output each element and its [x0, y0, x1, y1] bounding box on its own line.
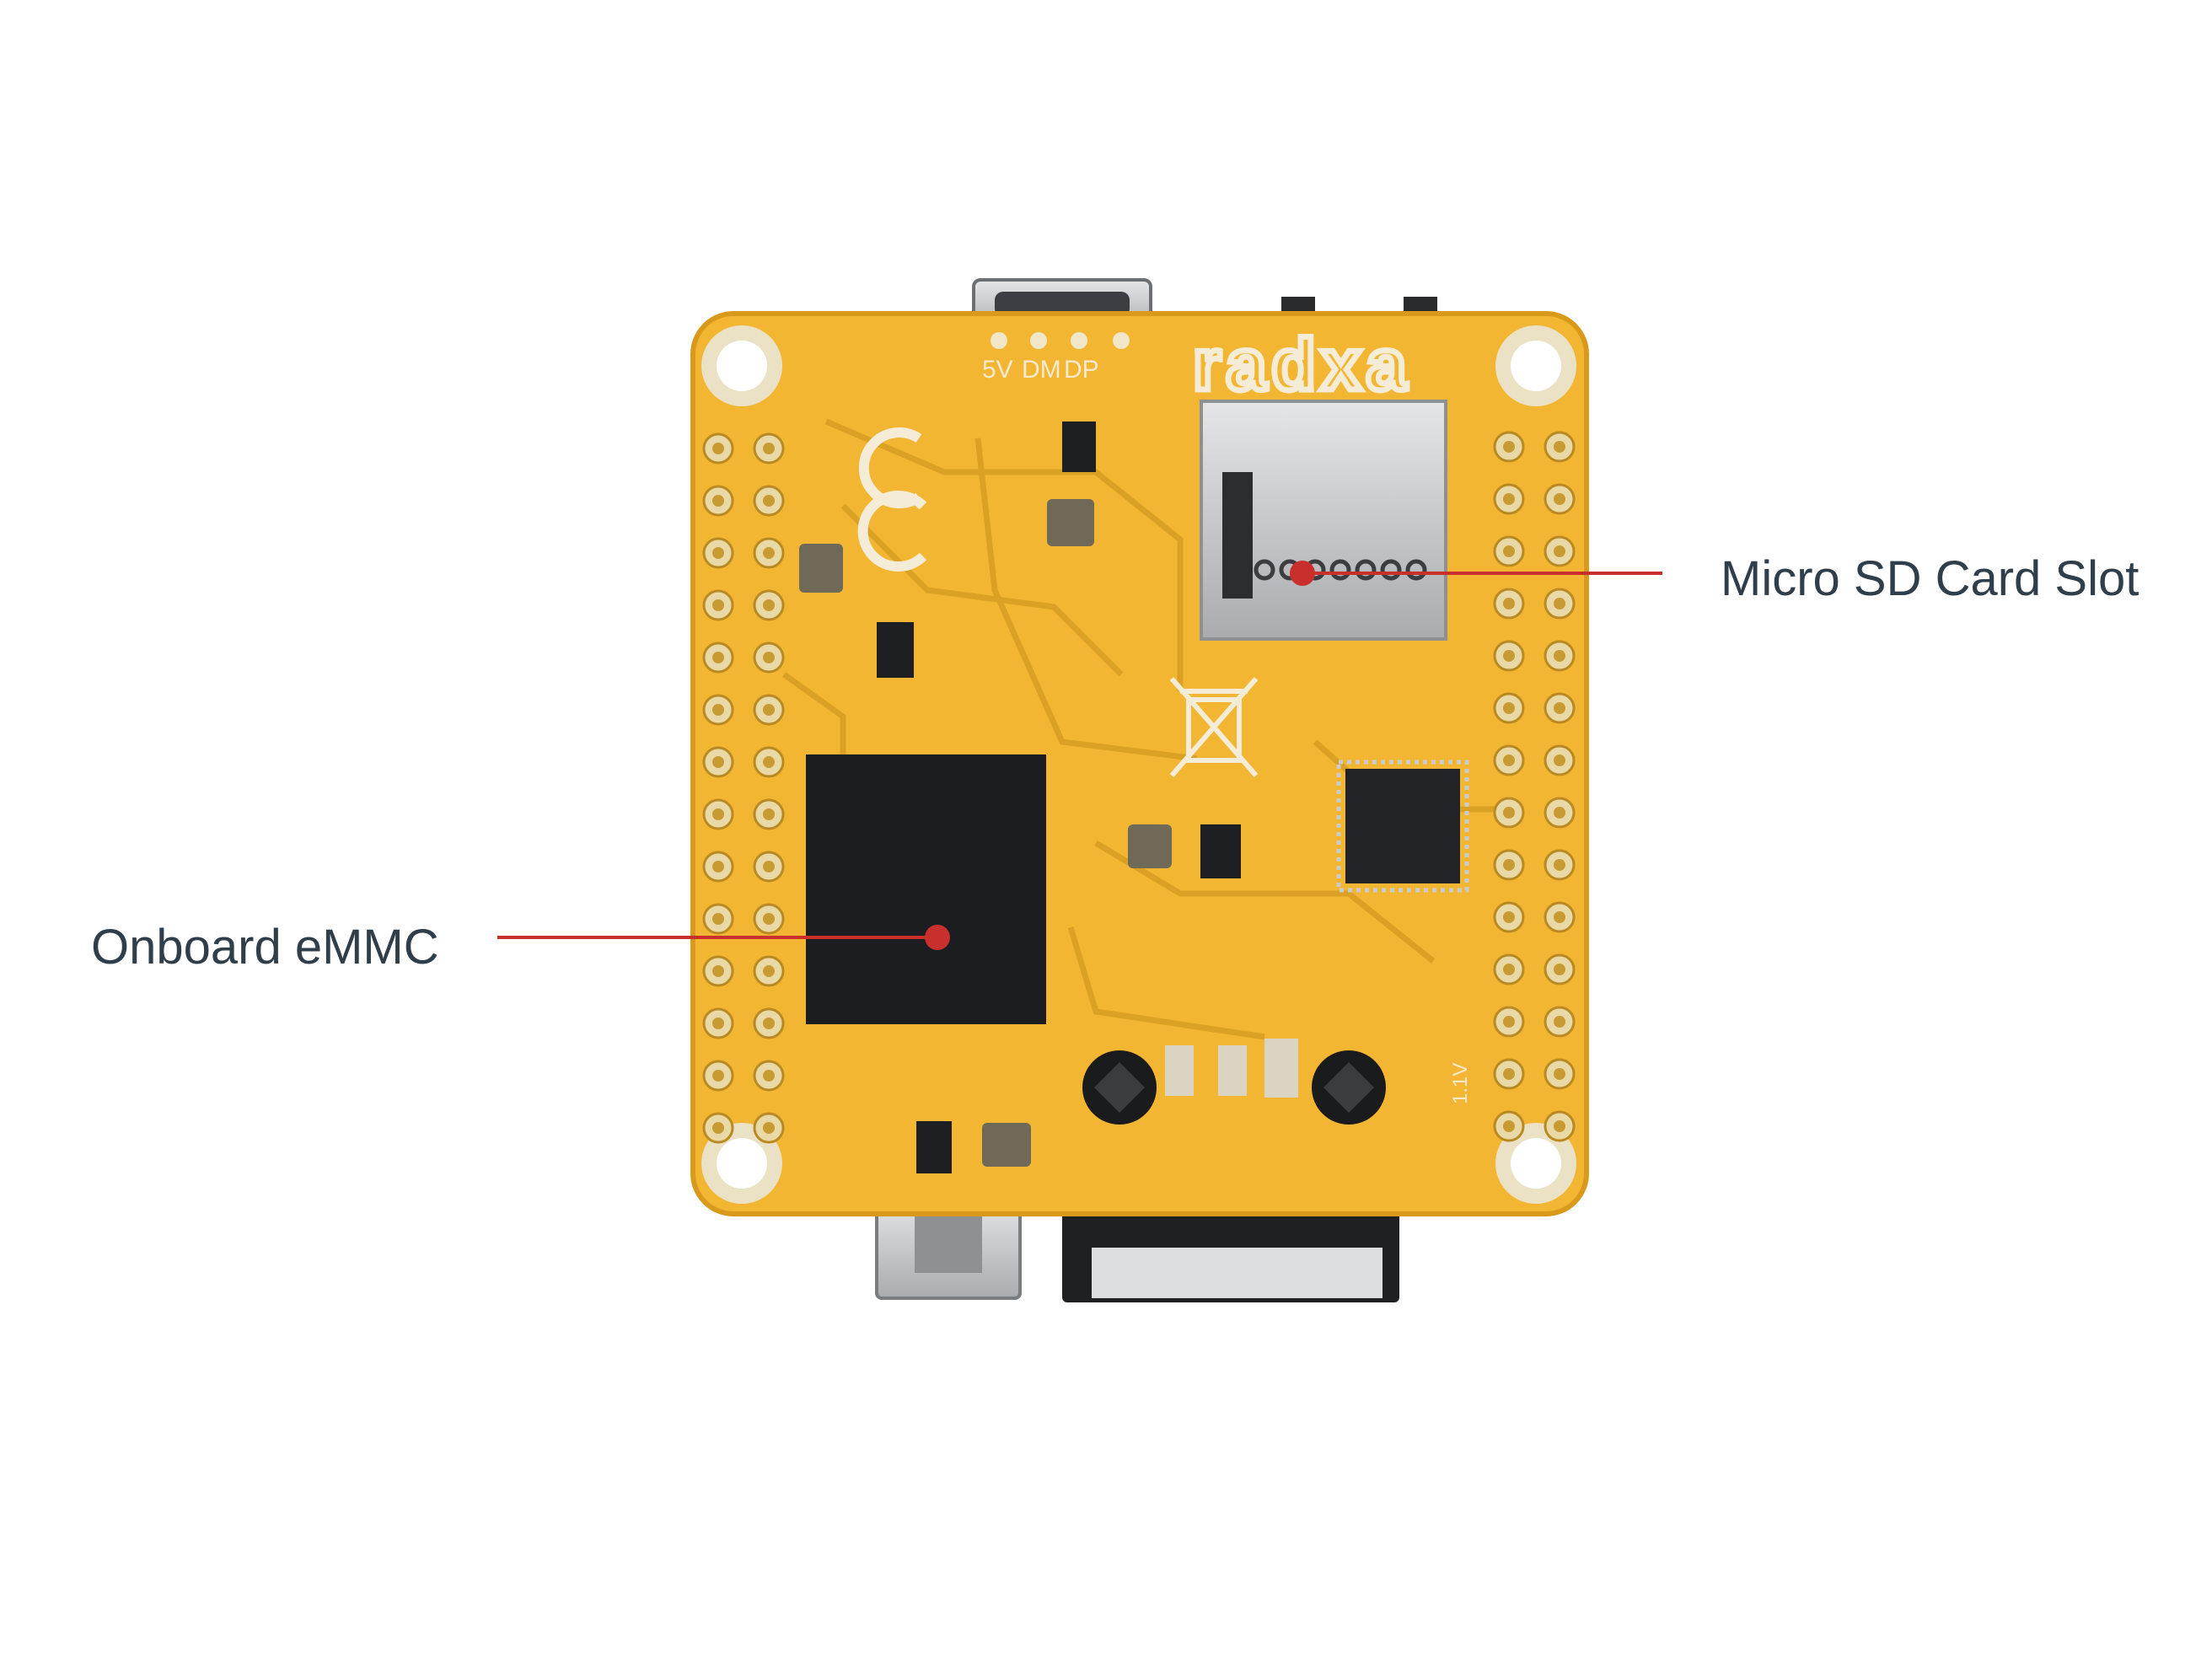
- gpio-pin-hole: [763, 965, 775, 977]
- gpio-pin-hole: [1554, 493, 1565, 505]
- gpio-pin-hole: [1554, 754, 1565, 766]
- brand-silkscreen: radxa: [1193, 325, 1412, 405]
- ce-mark-icon: [857, 427, 927, 572]
- gpio-pin-hole: [1503, 441, 1515, 453]
- gpio-pin-hole: [1503, 1120, 1515, 1132]
- gpio-pin-hole: [1554, 964, 1565, 975]
- callout-label-micro-sd-card-slot: Micro SD Card Slot: [1721, 551, 2140, 606]
- pin-label-dp: DP: [1064, 356, 1099, 384]
- gpio-pin-hole: [1503, 545, 1515, 557]
- callout-emmc: [497, 925, 950, 950]
- gpio-pin-hole: [1554, 598, 1565, 609]
- weee-bin-icon: [1169, 677, 1259, 777]
- gpio-pin-hole: [1554, 650, 1565, 662]
- gpio-pin-hole: [1503, 1016, 1515, 1028]
- gpio-pin-hole: [1503, 598, 1515, 609]
- emmc-chip: [806, 754, 1046, 1024]
- gpio-pin-hole: [1554, 1068, 1565, 1080]
- gpio-pin-hole: [712, 808, 724, 820]
- gpio-pin-hole: [1503, 807, 1515, 819]
- smd-components: [799, 421, 1298, 1173]
- gpio-pin-hole: [763, 547, 775, 559]
- micro-sd-slot: [1200, 400, 1447, 641]
- gpio-pin-hole: [1554, 911, 1565, 923]
- gpio-pin-hole: [763, 756, 775, 768]
- gpio-pin-hole: [712, 756, 724, 768]
- gpio-pin-hole: [1503, 702, 1515, 714]
- callout-sd: [1290, 561, 1662, 586]
- qfn-chip: [1336, 760, 1469, 893]
- pin-label-dm: DM: [1022, 356, 1061, 384]
- gpio-pin-hole: [763, 1122, 775, 1134]
- mounting-holes: [701, 325, 1576, 1204]
- gpio-pin-hole: [712, 599, 724, 611]
- gpio-pin-hole: [1503, 964, 1515, 975]
- gpio-pin-hole: [763, 861, 775, 872]
- push-switches: [1082, 1050, 1386, 1125]
- callout-label-onboard-emmc: Onboard eMMC: [91, 920, 439, 974]
- ethernet-connector: [1062, 1197, 1399, 1302]
- gpio-pin-hole: [763, 599, 775, 611]
- gpio-pin-hole: [1554, 1120, 1565, 1132]
- gpio-header-left: [702, 432, 785, 1144]
- gpio-pin-hole: [763, 704, 775, 716]
- gpio-pin-hole: [763, 652, 775, 663]
- gpio-pin-hole: [1503, 493, 1515, 505]
- gpio-pin-hole: [763, 1070, 775, 1082]
- gpio-pin-hole: [712, 704, 724, 716]
- gpio-pin-hole: [1503, 754, 1515, 766]
- gpio-pin-hole: [763, 495, 775, 507]
- gpio-pin-hole: [712, 443, 724, 454]
- gpio-pin-hole: [712, 861, 724, 872]
- gpio-pin-hole: [1554, 545, 1565, 557]
- gpio-pin-hole: [1554, 702, 1565, 714]
- gpio-header-right: [1493, 431, 1576, 1142]
- gpio-pin-hole: [1554, 1016, 1565, 1028]
- gpio-pin-hole: [763, 913, 775, 925]
- gpio-pin-hole: [1503, 911, 1515, 923]
- gpio-pin-hole: [712, 652, 724, 663]
- gpio-pin-hole: [712, 1070, 724, 1082]
- gpio-pin-hole: [712, 1122, 724, 1134]
- gpio-pin-hole: [763, 1017, 775, 1029]
- gpio-pin-hole: [1554, 859, 1565, 871]
- gpio-pin-hole: [763, 808, 775, 820]
- gpio-pin-hole: [1503, 1068, 1515, 1080]
- gpio-pin-hole: [1554, 807, 1565, 819]
- gpio-pin-hole: [763, 443, 775, 454]
- gpio-pin-hole: [1503, 859, 1515, 871]
- version-silkscreen: 1.1V: [1449, 1063, 1472, 1104]
- gpio-pin-hole: [1503, 650, 1515, 662]
- gpio-pin-hole: [712, 1017, 724, 1029]
- usb-a-connector: [875, 1195, 1022, 1300]
- gpio-pin-hole: [712, 495, 724, 507]
- usb-test-pads: [991, 332, 1130, 349]
- gpio-pin-hole: [1554, 441, 1565, 453]
- gpio-pin-hole: [712, 965, 724, 977]
- gpio-pin-hole: [712, 913, 724, 925]
- gpio-pin-hole: [712, 547, 724, 559]
- pin-label-5v: 5V: [982, 356, 1013, 384]
